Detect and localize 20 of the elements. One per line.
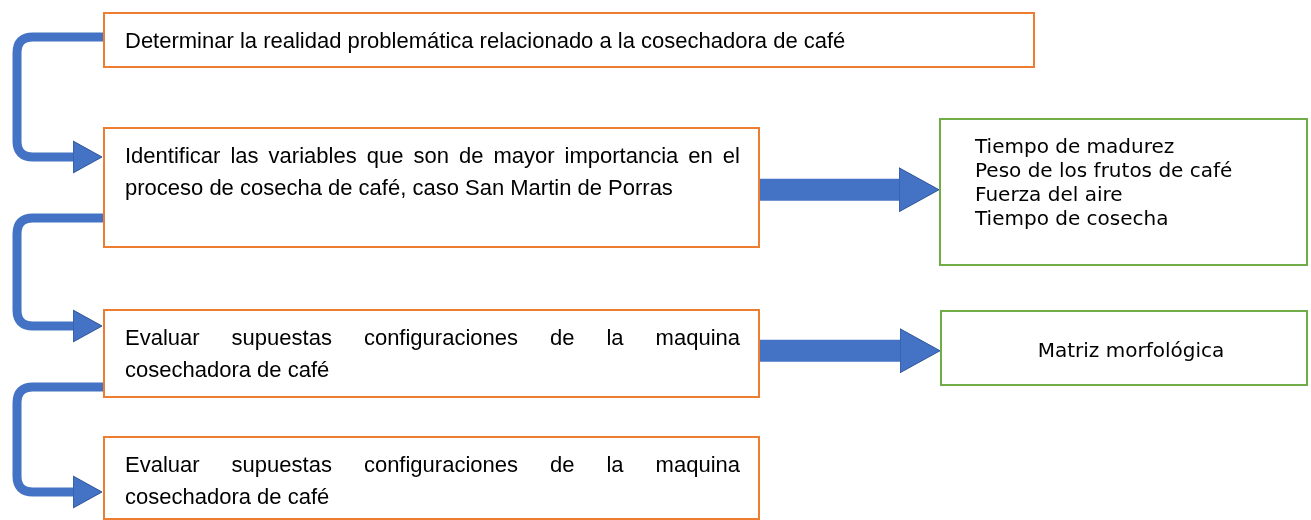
box-text: Evaluar supuestas configuraciones de la maquina cosechadora de café: [125, 324, 740, 384]
process-box: [103, 127, 760, 248]
box-text: Tiempo de madurez: [975, 134, 1176, 158]
box-text: Identificar las variables que son de mayor importancia en el proceso de cosecha de café, caso San Martin de Porras: [125, 142, 740, 202]
box-text: Tiempo de cosecha: [975, 206, 1170, 230]
box-text: Matriz morfológica: [1037, 338, 1225, 362]
arrow: [12, 213, 103, 343]
process-box: [103, 436, 760, 520]
arrow: [12, 382, 103, 509]
result-box: [939, 118, 1308, 266]
result-box: [940, 310, 1308, 386]
process-box: [103, 309, 760, 398]
box-text: Evaluar supuestas configuraciones de la maquina cosechadora de café: [125, 451, 740, 511]
box-text: Fuerza del aire: [975, 182, 1124, 206]
arrow: [12, 32, 103, 174]
process-box: [103, 12, 1035, 68]
box-text: Peso de los frutos de café: [975, 158, 1234, 182]
box-text: Determinar la realidad problemática relacionado a la cosechadora de café: [125, 27, 847, 55]
arrow: [760, 328, 941, 374]
arrow: [760, 167, 940, 213]
